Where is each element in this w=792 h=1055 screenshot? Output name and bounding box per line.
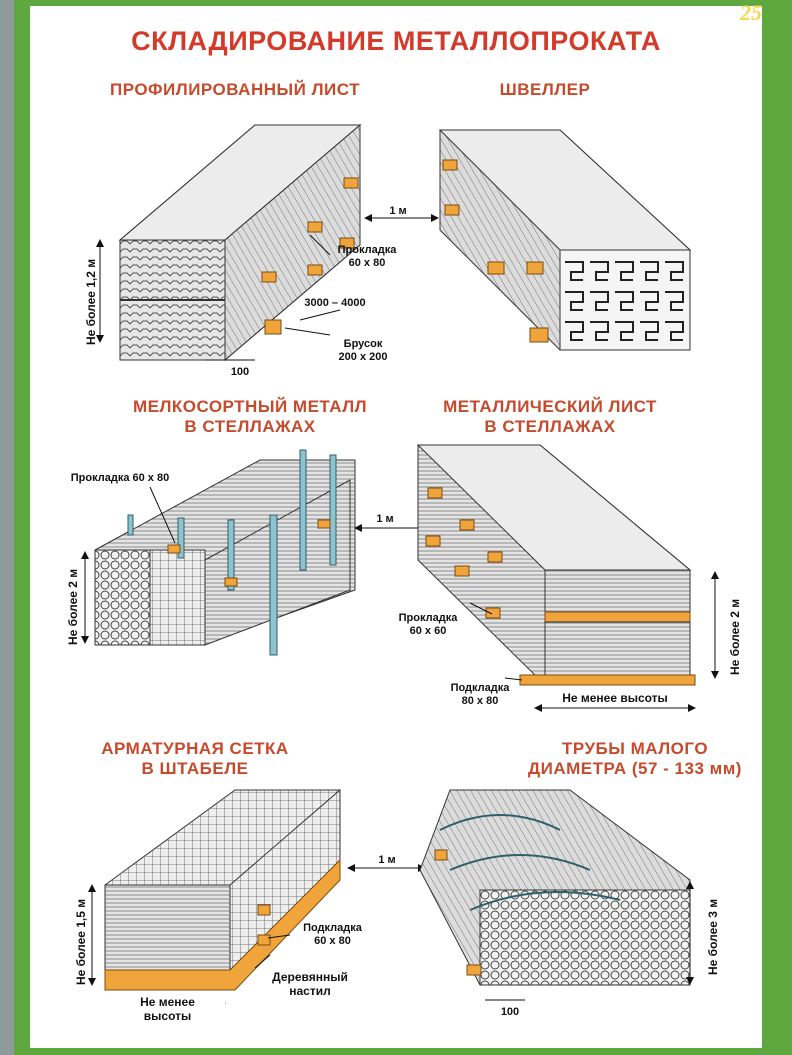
rebar-pad-label: Подкладка 60 х 80 [303, 922, 362, 947]
profiled-spacing-label: 3000 – 4000 [304, 297, 366, 309]
gap-label-1: 1 м [389, 205, 407, 217]
heading-metal-sheet: МЕТАЛЛИЧЕСКИЙ ЛИСТ В СТЕЛЛАЖАХ [443, 397, 657, 436]
profiled-sheet-stack [118, 123, 362, 362]
page-title: СКЛАДИРОВАНИЕ МЕТАЛЛОПРОКАТА [131, 26, 661, 56]
metal-sheet-pad-label: Подкладка 80 х 80 [450, 682, 510, 707]
rebar-height-label: Не более 1,5 м [74, 898, 88, 985]
profiled-spacer-label: Прокладка 60 х 80 [337, 244, 397, 269]
pipe-bundles [419, 789, 691, 986]
rebar-width-label: Не менее высоты [110, 995, 225, 1023]
small-metal-rack [94, 449, 356, 656]
profiled-height-label: Не более 1,2 м [84, 258, 98, 345]
metal-sheet-rack [416, 444, 696, 686]
gap-label-2: 1 м [376, 513, 394, 525]
metal-sheet-width-label: Не менее высоты [562, 691, 668, 705]
channel-stack [438, 129, 692, 351]
page-number: 25 [740, 0, 762, 25]
heading-small-pipes: ТРУБЫ МАЛОГО ДИАМЕТРА (57 - 133 мм) [528, 739, 742, 778]
heading-rebar-mesh: АРМАТУРНАЯ СЕТКА В ШТАБЕЛЕ [101, 739, 289, 778]
heading-small-metal: МЕЛКОСОРТНЫЙ МЕТАЛЛ В СТЕЛЛАЖАХ [132, 397, 368, 436]
profiled-offset-label: 100 [230, 366, 250, 378]
metal-sheet-height-label: Не более 2 м [728, 598, 742, 675]
rebar-floor-label: Деревянный настил [272, 970, 348, 998]
small-metal-height-label: Не более 2 м [66, 568, 80, 645]
metal-sheet-spacer-label: Прокладка 60 х 60 [398, 612, 458, 637]
heading-profiled-sheet: ПРОФИЛИРОВАННЫЙ ЛИСТ [109, 80, 360, 99]
profiled-beam-label: Брусок 200 х 200 [338, 338, 388, 363]
gap-label-3: 1 м [378, 854, 396, 866]
small-metal-spacer-label: Прокладка 60 х 80 [70, 472, 170, 484]
pipes-height-label: Не более 3 м [706, 898, 720, 975]
heading-channel: ШВЕЛЛЕР [499, 80, 591, 99]
pipes-offset-label: 100 [500, 1006, 520, 1018]
rebar-mesh-stack [104, 788, 341, 991]
